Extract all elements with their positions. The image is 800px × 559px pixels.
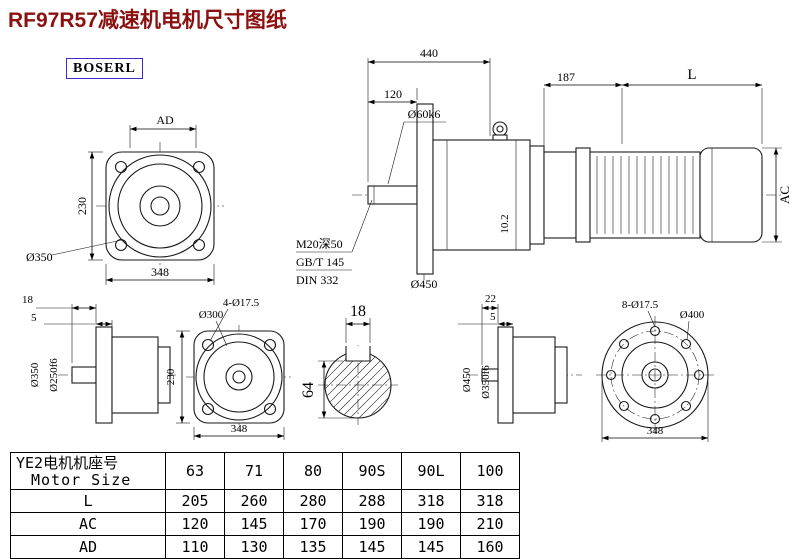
row-label: AD (10, 535, 166, 559)
view-output-flange-side: 18 5 Ø350 Ø250f6 (22, 294, 178, 424)
keyway (345, 346, 371, 362)
table-cell: 170 (283, 512, 343, 536)
note-din: DIN 332 (296, 273, 338, 287)
output-shaft (367, 185, 418, 205)
table-cell: 318 (401, 489, 461, 513)
dim-348: 348 (151, 265, 169, 279)
dim-dia400: Ø400 (680, 309, 705, 321)
dim-dia350f6: Ø350f6 (480, 365, 492, 399)
table-header-motor-size: YE2电机机座号 Motor Size (10, 452, 166, 490)
note-gbt: GB/T 145 (296, 255, 344, 269)
table-cell: 318 (460, 489, 520, 513)
table-cell: 110 (165, 535, 225, 559)
dim-348-e: 348 (647, 425, 664, 437)
dim-120: 120 (384, 87, 402, 101)
table-cell: 280 (283, 489, 343, 513)
dim-L: L (687, 67, 696, 83)
motor-fins (596, 156, 694, 234)
eyebolt-icon (492, 121, 508, 137)
output-flange-plate (416, 103, 434, 275)
adapter (543, 151, 577, 239)
view-output-flange-top: AD 230 348 Ø350 (26, 113, 224, 285)
motor-flange (575, 147, 591, 243)
view-side-assembly: 440 120 Ø60k6 187 L AC 10.2 M20深50 GB/T … (296, 46, 792, 291)
page-title: RF97R57减速机电机尺寸图纸 (8, 9, 287, 32)
dim-dia300: Ø300 (199, 309, 224, 321)
dim-key-height-64: 64 (300, 382, 317, 398)
note-tap: M20深50 (296, 237, 343, 251)
dim-dia450-side: Ø450 (461, 367, 473, 392)
table-cell: 135 (283, 535, 343, 559)
table-size-col: 90S (342, 452, 402, 490)
table-size-col: 63 (165, 452, 225, 490)
table-cell: 205 (165, 489, 225, 513)
table-cell: 190 (401, 512, 461, 536)
table-row: AD 110 130 135 145 145 160 (10, 535, 520, 559)
table-header-cn: YE2电机机座号 (16, 454, 119, 472)
dim-ad: AD (156, 113, 174, 127)
view-output-flange-front: 4-Ø17.5 Ø300 230 348 (165, 297, 292, 440)
table-cell: 210 (460, 512, 520, 536)
dim-dia350-side: Ø350 (29, 362, 41, 387)
dim-ac: AC (777, 186, 792, 204)
table-row: L 205 260 280 288 318 318 (10, 489, 520, 513)
view-shaft-key-section: 18 64 (300, 303, 398, 425)
table-cell: 160 (460, 535, 520, 559)
dim-18: 18 (22, 294, 34, 306)
dim-shaft-dia: Ø60k6 (408, 107, 441, 121)
table-cell: 288 (342, 489, 402, 513)
dim-key-width-18: 18 (350, 303, 366, 320)
view-input-flange-side: 22 5 Ø450 Ø350f6 (458, 293, 582, 424)
view-input-flange-front: 8-Ø17.5 Ø400 348 (596, 299, 714, 442)
table-size-col: 100 (460, 452, 520, 490)
table-cell: 145 (401, 535, 461, 559)
table-size-col: 90L (401, 452, 461, 490)
table-row: AC 120 145 170 190 190 210 (10, 512, 520, 536)
dim-10-2: 10.2 (499, 214, 511, 233)
stage-flange (529, 145, 545, 245)
gear-housing (432, 139, 531, 251)
dim-4xdia17-5: 4-Ø17.5 (223, 297, 260, 309)
dim-5-d: 5 (490, 311, 496, 323)
dim-dia450: Ø450 (411, 277, 438, 291)
dim-187: 187 (557, 70, 575, 84)
dim-440: 440 (420, 46, 438, 60)
table-size-col: 71 (224, 452, 284, 490)
technical-drawing: AD 230 348 Ø350 (22, 46, 792, 442)
table-header-row: YE2电机机座号 Motor Size 63 71 80 90S 90L 100 (10, 452, 520, 490)
table-cell: 260 (224, 489, 284, 513)
dim-22: 22 (485, 293, 496, 305)
row-label: AC (10, 512, 166, 536)
motor-size-table: YE2电机机座号 Motor Size 63 71 80 90S 90L 100… (10, 452, 520, 559)
dim-5: 5 (31, 312, 37, 324)
table-cell: 145 (342, 535, 402, 559)
dim-230: 230 (75, 197, 89, 215)
brand-logo: BOSERL (66, 58, 143, 79)
dim-348-b: 348 (231, 423, 248, 435)
table-cell: 120 (165, 512, 225, 536)
dim-dia350: Ø350 (26, 250, 53, 264)
table-cell: 190 (342, 512, 402, 536)
table-cell: 145 (224, 512, 284, 536)
flange-body (105, 151, 215, 261)
table-cell: 130 (224, 535, 284, 559)
dim-230-b: 230 (165, 368, 177, 385)
table-size-col: 80 (283, 452, 343, 490)
dim-dia250f6: Ø250f6 (48, 358, 60, 392)
row-label: L (10, 489, 166, 513)
fan-cover (699, 147, 763, 243)
dim-8xdia17-5: 8-Ø17.5 (622, 299, 659, 311)
table-header-en: Motor Size (31, 471, 132, 489)
